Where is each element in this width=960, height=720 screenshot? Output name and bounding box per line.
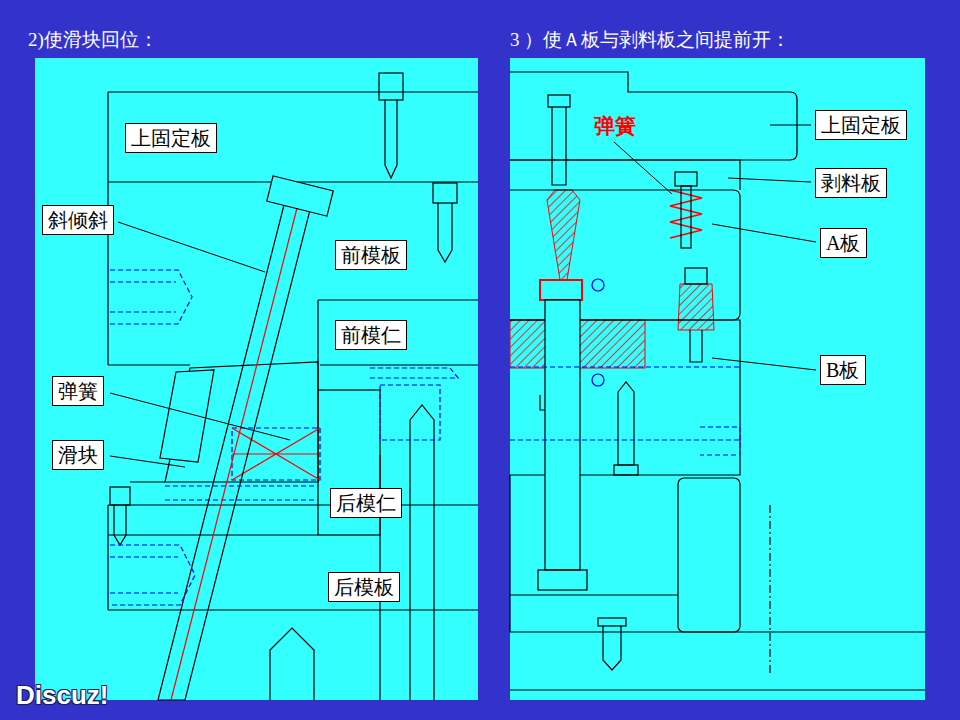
hidden-lines <box>510 279 740 455</box>
mold-plates <box>545 300 580 570</box>
hidden-lines <box>380 385 440 440</box>
part-name: 前模仁 <box>341 323 401 347</box>
part-label-box: 前模仁 <box>335 320 407 350</box>
mold-plates <box>675 172 697 186</box>
part-label-box: 上固定板 <box>125 123 217 153</box>
part-name: 剥料板 <box>821 171 881 195</box>
part-label-box: 弹簧 <box>52 376 104 406</box>
mold-plates <box>538 570 587 590</box>
mold-plates <box>685 268 707 284</box>
part-label-box: 后模板 <box>328 572 400 602</box>
mold-plates <box>379 73 403 100</box>
part-name: 前模板 <box>341 243 401 267</box>
mold-plates <box>160 370 214 462</box>
cavity-hatch <box>510 190 714 368</box>
part-label-box: A板 <box>820 228 867 258</box>
part-name: 斜倾斜 <box>48 208 108 232</box>
part-name: 上固定板 <box>131 126 211 150</box>
hidden-lines <box>232 428 320 480</box>
diagram-panel: 3 ）使Ａ板与剥料板之间提前开：上固定板剥料板A板B板 <box>510 58 925 700</box>
leader-line <box>110 125 816 467</box>
mold-plates <box>108 73 478 700</box>
diagram-panel: 2)使滑块回位：上固定板斜倾斜前模板前模仁弹簧滑块后模仁后模板 <box>35 58 478 700</box>
spring-symbol <box>232 428 320 480</box>
part-name: B板 <box>826 358 860 382</box>
mold-plates <box>410 405 434 700</box>
cavity-hatch <box>547 190 580 280</box>
hidden-lines <box>110 270 192 324</box>
hidden-lines <box>592 374 604 386</box>
part-name: 后模板 <box>334 575 394 599</box>
mold-plates <box>385 100 397 178</box>
leader-line <box>712 358 816 370</box>
spring-symbol <box>232 428 320 480</box>
mold-plates <box>510 72 925 690</box>
part-label-box: 后模仁 <box>330 488 402 518</box>
panel-heading: 2)使滑块回位： <box>28 29 471 51</box>
hidden-lines <box>510 367 740 455</box>
hidden-lines <box>110 545 195 605</box>
mold-plates <box>548 95 570 107</box>
part-name: 弹簧 <box>58 379 98 403</box>
mold-plates <box>510 160 740 190</box>
mold-plates <box>510 595 925 690</box>
mold-plates <box>678 478 740 632</box>
inclined-pin <box>171 208 297 700</box>
leader-line <box>110 456 185 467</box>
mold-plates <box>110 487 130 505</box>
mold-plates <box>433 183 457 203</box>
part-name: 上固定板 <box>821 113 901 137</box>
part-name: A板 <box>826 231 861 255</box>
part-label-box: 滑块 <box>52 440 104 470</box>
part-label-box: B板 <box>820 355 866 385</box>
leader-line <box>712 224 816 242</box>
mold-plates <box>108 92 478 700</box>
cavity-hatch <box>678 284 714 330</box>
part-label-box: 斜倾斜 <box>42 205 114 235</box>
inclined-pin <box>158 205 310 700</box>
leader-line <box>614 142 672 194</box>
hidden-lines <box>165 486 318 500</box>
leader-line <box>118 222 265 272</box>
mold-plates <box>270 628 314 700</box>
part-name: 后模仁 <box>336 491 396 515</box>
watermark: Discuz! <box>14 680 110 711</box>
mold-plates <box>681 186 691 248</box>
mold-plates <box>598 618 626 626</box>
panel-ground <box>35 58 478 700</box>
part-label-box: 剥料板 <box>815 168 887 198</box>
mold-plates <box>114 505 126 545</box>
leader-line <box>770 125 811 126</box>
part-label-box: 前模板 <box>335 240 407 270</box>
panel-heading: 3 ）使Ａ板与剥料板之间提前开： <box>510 29 925 51</box>
mold-plates <box>510 72 797 160</box>
cavity-hatch <box>670 190 702 238</box>
leader-line <box>110 393 290 440</box>
mold-plates <box>603 626 621 670</box>
spring-callout: 弹簧 <box>592 112 638 140</box>
inclined-pin <box>267 176 333 216</box>
leader-line <box>728 178 811 182</box>
panel-ground <box>510 58 925 700</box>
part-name: 滑块 <box>58 443 98 467</box>
mold-plates <box>769 505 770 675</box>
part-label-box: 上固定板 <box>815 110 907 140</box>
inclined-pin <box>158 176 333 700</box>
cavity-hatch <box>540 280 582 300</box>
mold-plates <box>690 330 702 362</box>
hidden-lines <box>370 368 458 378</box>
mold-plates <box>614 465 638 475</box>
hidden-lines <box>110 270 458 605</box>
mold-plates <box>540 395 545 410</box>
hidden-lines <box>592 279 604 291</box>
mold-plates <box>438 203 452 262</box>
mold-plates <box>552 107 566 185</box>
mold-plates <box>618 382 634 465</box>
